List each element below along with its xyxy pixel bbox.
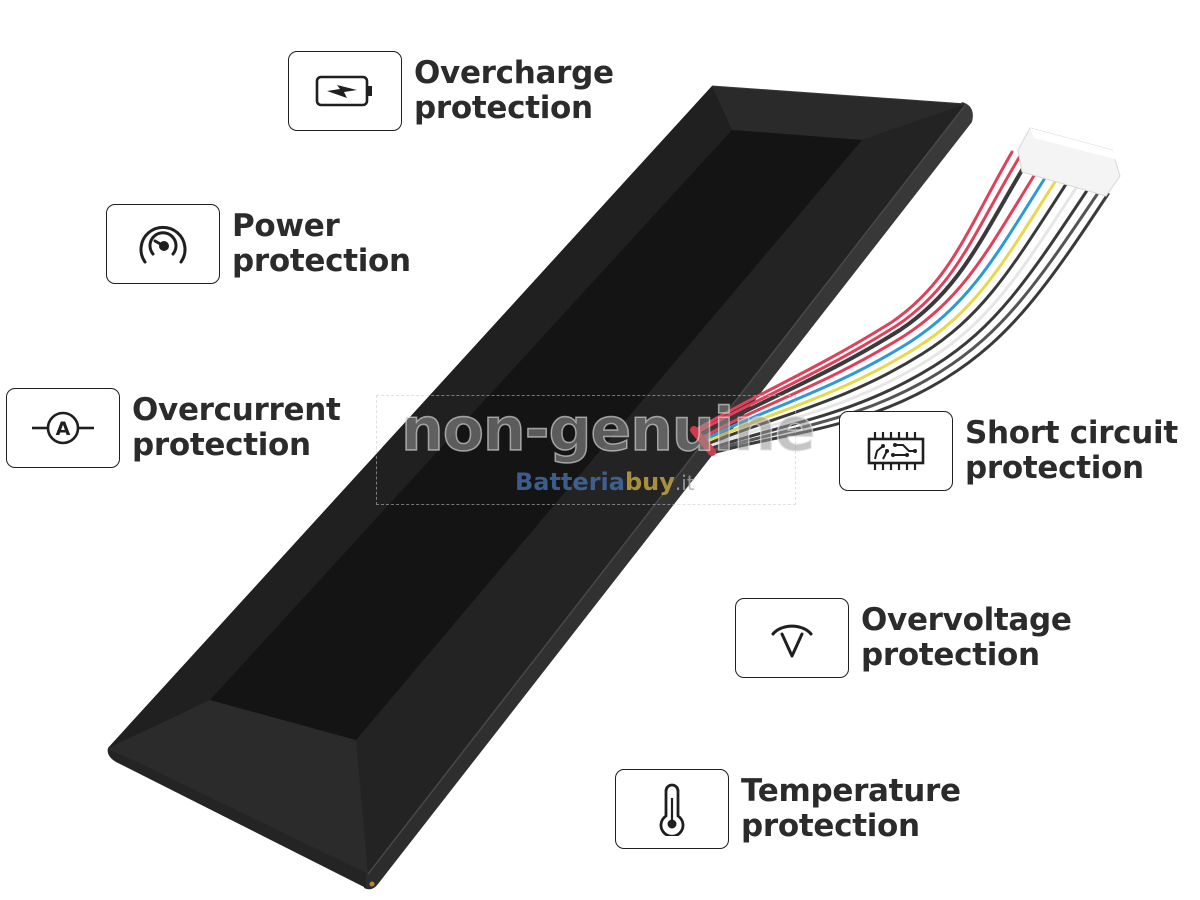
feature-label: Short circuit protection <box>965 415 1178 486</box>
icon-box <box>288 51 402 131</box>
icon-box <box>106 204 220 284</box>
feature-label: Temperature protection <box>741 773 961 844</box>
icon-box <box>735 598 849 678</box>
thermometer-icon <box>659 783 685 836</box>
feature-overvoltage-protection: Overvoltage protection <box>735 598 1072 678</box>
ammeter-icon: A <box>32 411 94 445</box>
feature-power-protection: Power protection <box>106 204 411 284</box>
gauge-icon <box>139 225 187 264</box>
feature-label: Overvoltage protection <box>861 602 1072 673</box>
feature-overcharge-protection: Overcharge protection <box>288 51 614 131</box>
svg-text:A: A <box>56 418 71 440</box>
circuit-chip-icon <box>867 432 925 470</box>
voltmeter-icon <box>771 624 813 658</box>
feature-label: Power protection <box>232 208 411 279</box>
feature-temperature-protection: Temperature protection <box>615 769 961 849</box>
feature-short-circuit-protection: Short circuit protection <box>839 411 1178 491</box>
feature-label: Overcharge protection <box>414 55 614 126</box>
icon-box <box>615 769 729 849</box>
battery-charge-icon <box>315 75 372 107</box>
icon-box <box>839 411 953 491</box>
feature-label: Overcurrent protection <box>132 392 341 463</box>
feature-overcurrent-protection: A Overcurrent protection <box>6 388 341 468</box>
icon-box: A <box>6 388 120 468</box>
